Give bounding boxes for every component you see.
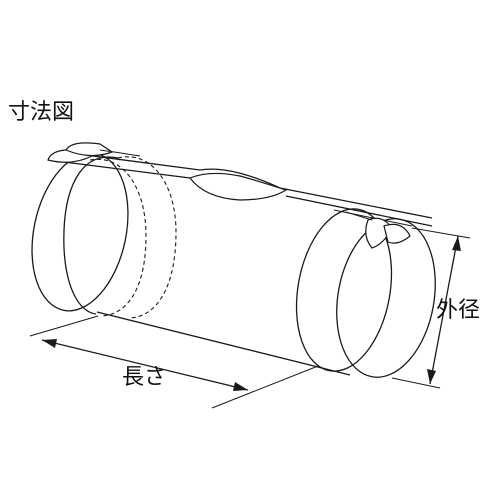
saddle-opening (189, 172, 288, 201)
diagram-title: 寸法図 (8, 100, 75, 125)
tube-bottom-edge (96, 311, 351, 376)
left-end-ring (31, 152, 177, 319)
diameter-dimension (391, 227, 471, 389)
length-label: 長さ (122, 365, 167, 390)
left-tabs (47, 142, 141, 163)
length-dimension (29, 315, 319, 409)
right-tabs (345, 211, 411, 249)
outer-diameter-label: 外径 (436, 298, 481, 323)
